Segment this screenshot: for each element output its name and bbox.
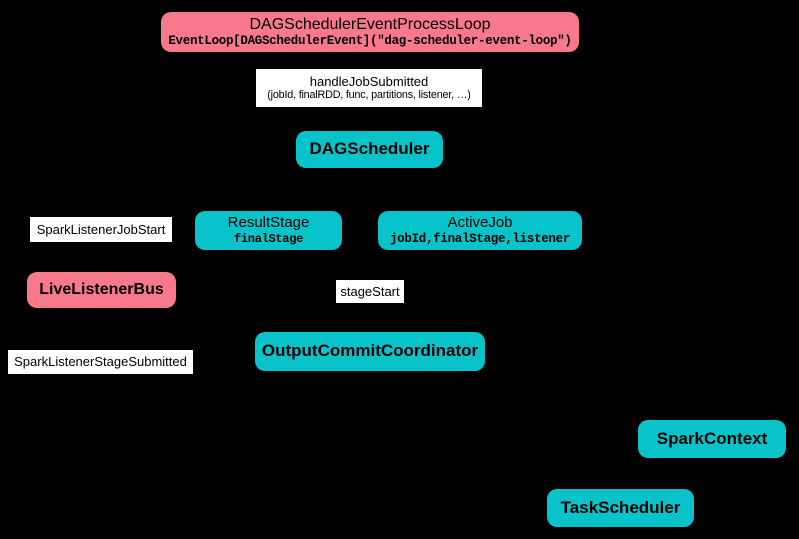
node-stage-start: stageStart — [336, 280, 404, 303]
node-handle-job-submitted: handleJobSubmitted (jobId, finalRDD, fun… — [256, 69, 482, 107]
node-title: DAGSchedulerEventProcessLoop — [249, 15, 491, 33]
node-title: ResultStage — [227, 214, 310, 232]
node-title: TaskScheduler — [560, 497, 681, 517]
node-task-scheduler: TaskScheduler — [547, 489, 694, 527]
node-title: ActiveJob — [447, 214, 513, 231]
node-spark-context: SparkContext — [638, 420, 786, 458]
node-title: OutputCommitCoordinator — [261, 341, 479, 361]
node-active-job: ActiveJob jobId,finalStage,listener — [378, 211, 582, 250]
node-dag-scheduler: DAGScheduler — [296, 131, 443, 168]
node-title: stageStart — [340, 283, 400, 299]
node-title: SparkListenerStageSubmitted — [14, 354, 187, 370]
node-output-commit-coordinator: OutputCommitCoordinator — [255, 332, 485, 371]
node-title: handleJobSubmitted — [309, 73, 429, 89]
node-subtitle: finalStage — [233, 232, 303, 247]
node-spark-listener-stage-submitted: SparkListenerStageSubmitted — [8, 350, 193, 374]
node-dag-scheduler-event-process-loop: DAGSchedulerEventProcessLoop EventLoop[D… — [161, 12, 579, 52]
node-title: SparkContext — [656, 428, 768, 448]
node-subtitle: jobId,finalStage,listener — [389, 232, 571, 246]
node-spark-listener-job-start: SparkListenerJobStart — [30, 217, 172, 242]
node-title: DAGScheduler — [309, 139, 430, 159]
node-subtitle: (jobId, finalRDD, func, partitions, list… — [267, 89, 471, 102]
node-title: SparkListenerJobStart — [36, 221, 166, 237]
node-result-stage: ResultStage finalStage — [195, 211, 342, 250]
node-live-listener-bus: LiveListenerBus — [27, 272, 176, 308]
node-subtitle: EventLoop[DAGSchedulerEvent]("dag-schedu… — [168, 34, 572, 49]
node-title: LiveListenerBus — [39, 281, 164, 299]
